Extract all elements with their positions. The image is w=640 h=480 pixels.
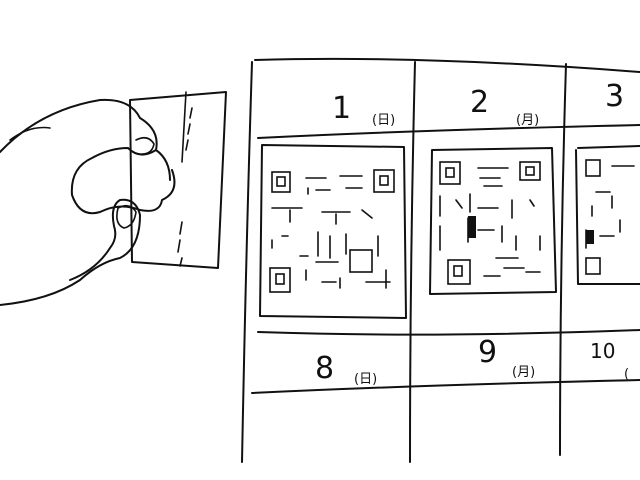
grid-line-col-2 <box>559 63 567 456</box>
grid-line-top <box>254 57 640 73</box>
date-8: 8 <box>315 351 334 386</box>
weekday-8: (日) <box>354 372 377 387</box>
grid-line-header <box>257 124 640 139</box>
qr-code-icon <box>575 145 640 285</box>
qr-code-icon <box>259 144 407 319</box>
weekday-1: (日) <box>372 113 395 128</box>
weekday-10: ( <box>624 367 629 382</box>
grid-line-middle <box>257 329 640 336</box>
qr-code-icon <box>429 147 557 295</box>
date-9: 9 <box>478 335 497 370</box>
date-2: 2 <box>470 85 489 120</box>
phone-icon <box>129 91 227 269</box>
weekday-2: (月) <box>516 113 539 128</box>
grid-line-col-1 <box>409 61 416 463</box>
date-3: 3 <box>605 79 624 114</box>
date-1: 1 <box>332 91 351 126</box>
date-10: 10 <box>590 339 615 363</box>
calendar-grid <box>241 57 640 463</box>
grid-line-bottom-header <box>251 379 640 394</box>
grid-line-col-0 <box>241 61 253 463</box>
weekday-9: (月) <box>512 365 535 380</box>
hand-holding-phone <box>0 91 227 306</box>
qr-fill <box>468 216 476 238</box>
